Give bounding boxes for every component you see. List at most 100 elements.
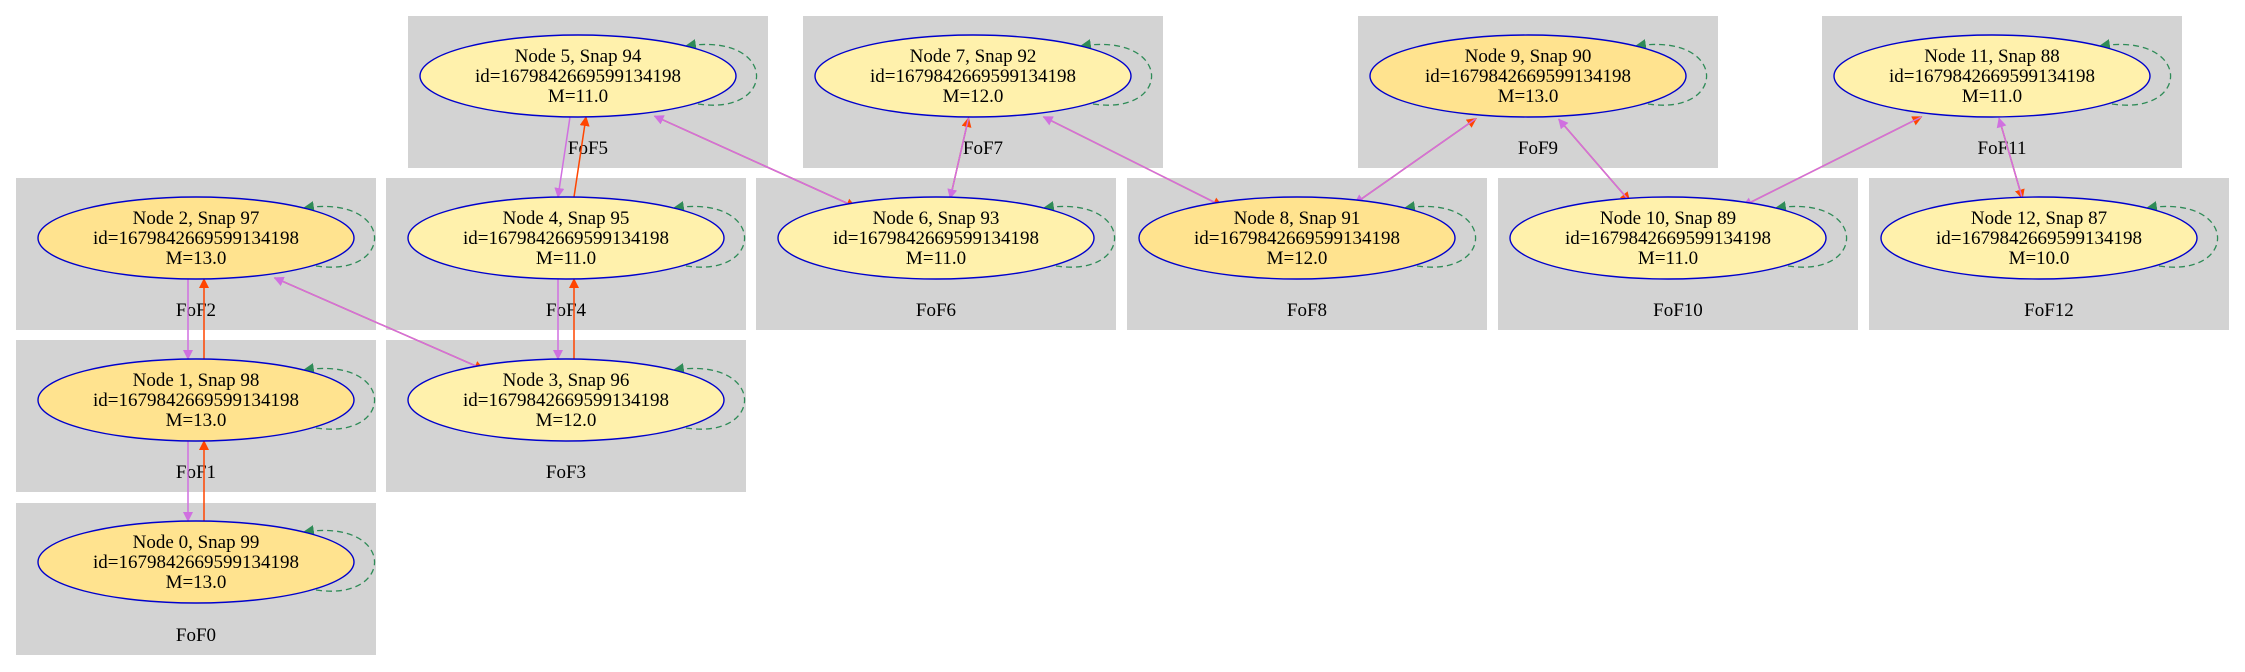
cluster-label: FoF2 bbox=[176, 300, 216, 321]
node-mass: M=13.0 bbox=[166, 572, 227, 593]
cluster-label: FoF6 bbox=[916, 300, 956, 321]
node-id-text: id=1679842669599134198 bbox=[870, 66, 1076, 87]
node-9[interactable]: Node 9, Snap 90id=1679842669599134198M=1… bbox=[1369, 34, 1708, 118]
node-title: Node 4, Snap 95 bbox=[503, 208, 630, 229]
cluster-label: FoF8 bbox=[1287, 300, 1327, 321]
node-11[interactable]: Node 11, Snap 88id=1679842669599134198M=… bbox=[1833, 34, 2172, 118]
node-title: Node 9, Snap 90 bbox=[1465, 46, 1592, 67]
node-ellipse[interactable] bbox=[1509, 196, 1827, 280]
self-loop-edge bbox=[302, 363, 376, 430]
node-title: Node 11, Snap 88 bbox=[1924, 46, 2059, 67]
node-4[interactable]: Node 4, Snap 95id=1679842669599134198M=1… bbox=[407, 196, 746, 280]
edge-8-to-7 bbox=[1042, 116, 1223, 207]
node-ellipse[interactable] bbox=[37, 520, 355, 604]
edge-11-to-10 bbox=[1742, 116, 1922, 207]
self-loop-edge bbox=[1079, 39, 1153, 106]
node-ellipse[interactable] bbox=[814, 34, 1132, 118]
self-loop-edge bbox=[1042, 201, 1116, 268]
node-5[interactable]: Node 5, Snap 94id=1679842669599134198M=1… bbox=[419, 34, 758, 118]
node-8[interactable]: Node 8, Snap 91id=1679842669599134198M=1… bbox=[1138, 196, 1477, 280]
node-mass: M=10.0 bbox=[2009, 248, 2070, 269]
node-mass: M=11.0 bbox=[548, 86, 608, 107]
edge-6-to-5 bbox=[653, 115, 856, 208]
node-ellipse[interactable] bbox=[1138, 196, 1456, 280]
node-id-text: id=1679842669599134198 bbox=[463, 228, 669, 249]
self-loop-edge bbox=[672, 363, 746, 430]
node-12[interactable]: Node 12, Snap 87id=1679842669599134198M=… bbox=[1880, 196, 2219, 280]
cluster-label: FoF1 bbox=[176, 462, 216, 483]
node-id-text: id=1679842669599134198 bbox=[463, 390, 669, 411]
cluster-label: FoF4 bbox=[546, 300, 587, 321]
node-title: Node 3, Snap 96 bbox=[503, 370, 630, 391]
node-title: Node 7, Snap 92 bbox=[910, 46, 1037, 67]
node-id-text: id=1679842669599134198 bbox=[93, 552, 299, 573]
self-loop-edge bbox=[684, 39, 758, 106]
cluster-label: FoF10 bbox=[1653, 300, 1703, 321]
edge-3-to-2 bbox=[273, 276, 484, 370]
node-id-text: id=1679842669599134198 bbox=[1425, 66, 1631, 87]
edge-12-to-11 bbox=[1996, 117, 2024, 199]
cluster-label: FoF5 bbox=[568, 138, 608, 159]
node-mass: M=13.0 bbox=[166, 248, 227, 269]
edge-7-to-6 bbox=[947, 117, 970, 200]
node-title: Node 6, Snap 93 bbox=[873, 208, 1000, 229]
self-loop-edge bbox=[1774, 201, 1848, 268]
node-ellipse[interactable] bbox=[37, 196, 355, 280]
cluster-label: FoF3 bbox=[546, 462, 586, 483]
node-id-text: id=1679842669599134198 bbox=[1936, 228, 2142, 249]
node-7[interactable]: Node 7, Snap 92id=1679842669599134198M=1… bbox=[814, 34, 1153, 118]
node-title: Node 8, Snap 91 bbox=[1234, 208, 1361, 229]
self-loop-edge bbox=[672, 201, 746, 268]
self-loop-edge bbox=[1403, 201, 1477, 268]
node-2[interactable]: Node 2, Snap 97id=1679842669599134198M=1… bbox=[37, 196, 376, 280]
edge-9-to-8 bbox=[1353, 117, 1477, 205]
node-title: Node 5, Snap 94 bbox=[515, 46, 642, 67]
node-mass: M=11.0 bbox=[1638, 248, 1698, 269]
nodes-layer: Node 0, Snap 99id=1679842669599134198M=1… bbox=[37, 34, 2219, 604]
node-title: Node 10, Snap 89 bbox=[1600, 208, 1736, 229]
node-title: Node 0, Snap 99 bbox=[133, 532, 260, 553]
node-ellipse[interactable] bbox=[777, 196, 1095, 280]
node-ellipse[interactable] bbox=[1369, 34, 1687, 118]
node-ellipse[interactable] bbox=[419, 34, 737, 118]
node-mass: M=11.0 bbox=[1962, 86, 2022, 107]
node-id-text: id=1679842669599134198 bbox=[475, 66, 681, 87]
cluster-label: FoF0 bbox=[176, 625, 216, 646]
node-mass: M=12.0 bbox=[943, 86, 1004, 107]
cluster-label: FoF9 bbox=[1518, 138, 1558, 159]
node-mass: M=12.0 bbox=[1267, 248, 1328, 269]
node-ellipse[interactable] bbox=[407, 196, 725, 280]
node-10[interactable]: Node 10, Snap 89id=1679842669599134198M=… bbox=[1509, 196, 1848, 280]
node-mass: M=13.0 bbox=[166, 410, 227, 431]
edge-5-to-4 bbox=[554, 116, 571, 198]
node-mass: M=12.0 bbox=[536, 410, 597, 431]
node-ellipse[interactable] bbox=[1880, 196, 2198, 280]
edge-10-to-9 bbox=[1558, 118, 1631, 202]
edges-layer bbox=[183, 115, 2025, 522]
node-ellipse[interactable] bbox=[1833, 34, 2151, 118]
node-id-text: id=1679842669599134198 bbox=[93, 228, 299, 249]
self-loop-edge bbox=[2145, 201, 2219, 268]
node-id-text: id=1679842669599134198 bbox=[1889, 66, 2095, 87]
node-6[interactable]: Node 6, Snap 93id=1679842669599134198M=1… bbox=[777, 196, 1116, 280]
node-1[interactable]: Node 1, Snap 98id=1679842669599134198M=1… bbox=[37, 358, 376, 442]
self-loop-edge bbox=[302, 201, 376, 268]
node-title: Node 12, Snap 87 bbox=[1971, 208, 2107, 229]
cluster-label: FoF12 bbox=[2024, 300, 2074, 321]
node-id-text: id=1679842669599134198 bbox=[833, 228, 1039, 249]
node-ellipse[interactable] bbox=[407, 358, 725, 442]
edge-4-to-5 bbox=[573, 116, 590, 198]
node-id-text: id=1679842669599134198 bbox=[1194, 228, 1400, 249]
node-0[interactable]: Node 0, Snap 99id=1679842669599134198M=1… bbox=[37, 520, 376, 604]
node-id-text: id=1679842669599134198 bbox=[1565, 228, 1771, 249]
self-loop-edge bbox=[302, 525, 376, 592]
self-loop-edge bbox=[1634, 39, 1708, 106]
cluster-label: FoF11 bbox=[1978, 138, 2027, 159]
node-mass: M=11.0 bbox=[536, 248, 596, 269]
node-3[interactable]: Node 3, Snap 96id=1679842669599134198M=1… bbox=[407, 358, 746, 442]
node-ellipse[interactable] bbox=[37, 358, 355, 442]
cluster-label: FoF7 bbox=[963, 138, 1003, 159]
node-mass: M=13.0 bbox=[1498, 86, 1559, 107]
node-title: Node 2, Snap 97 bbox=[133, 208, 260, 229]
